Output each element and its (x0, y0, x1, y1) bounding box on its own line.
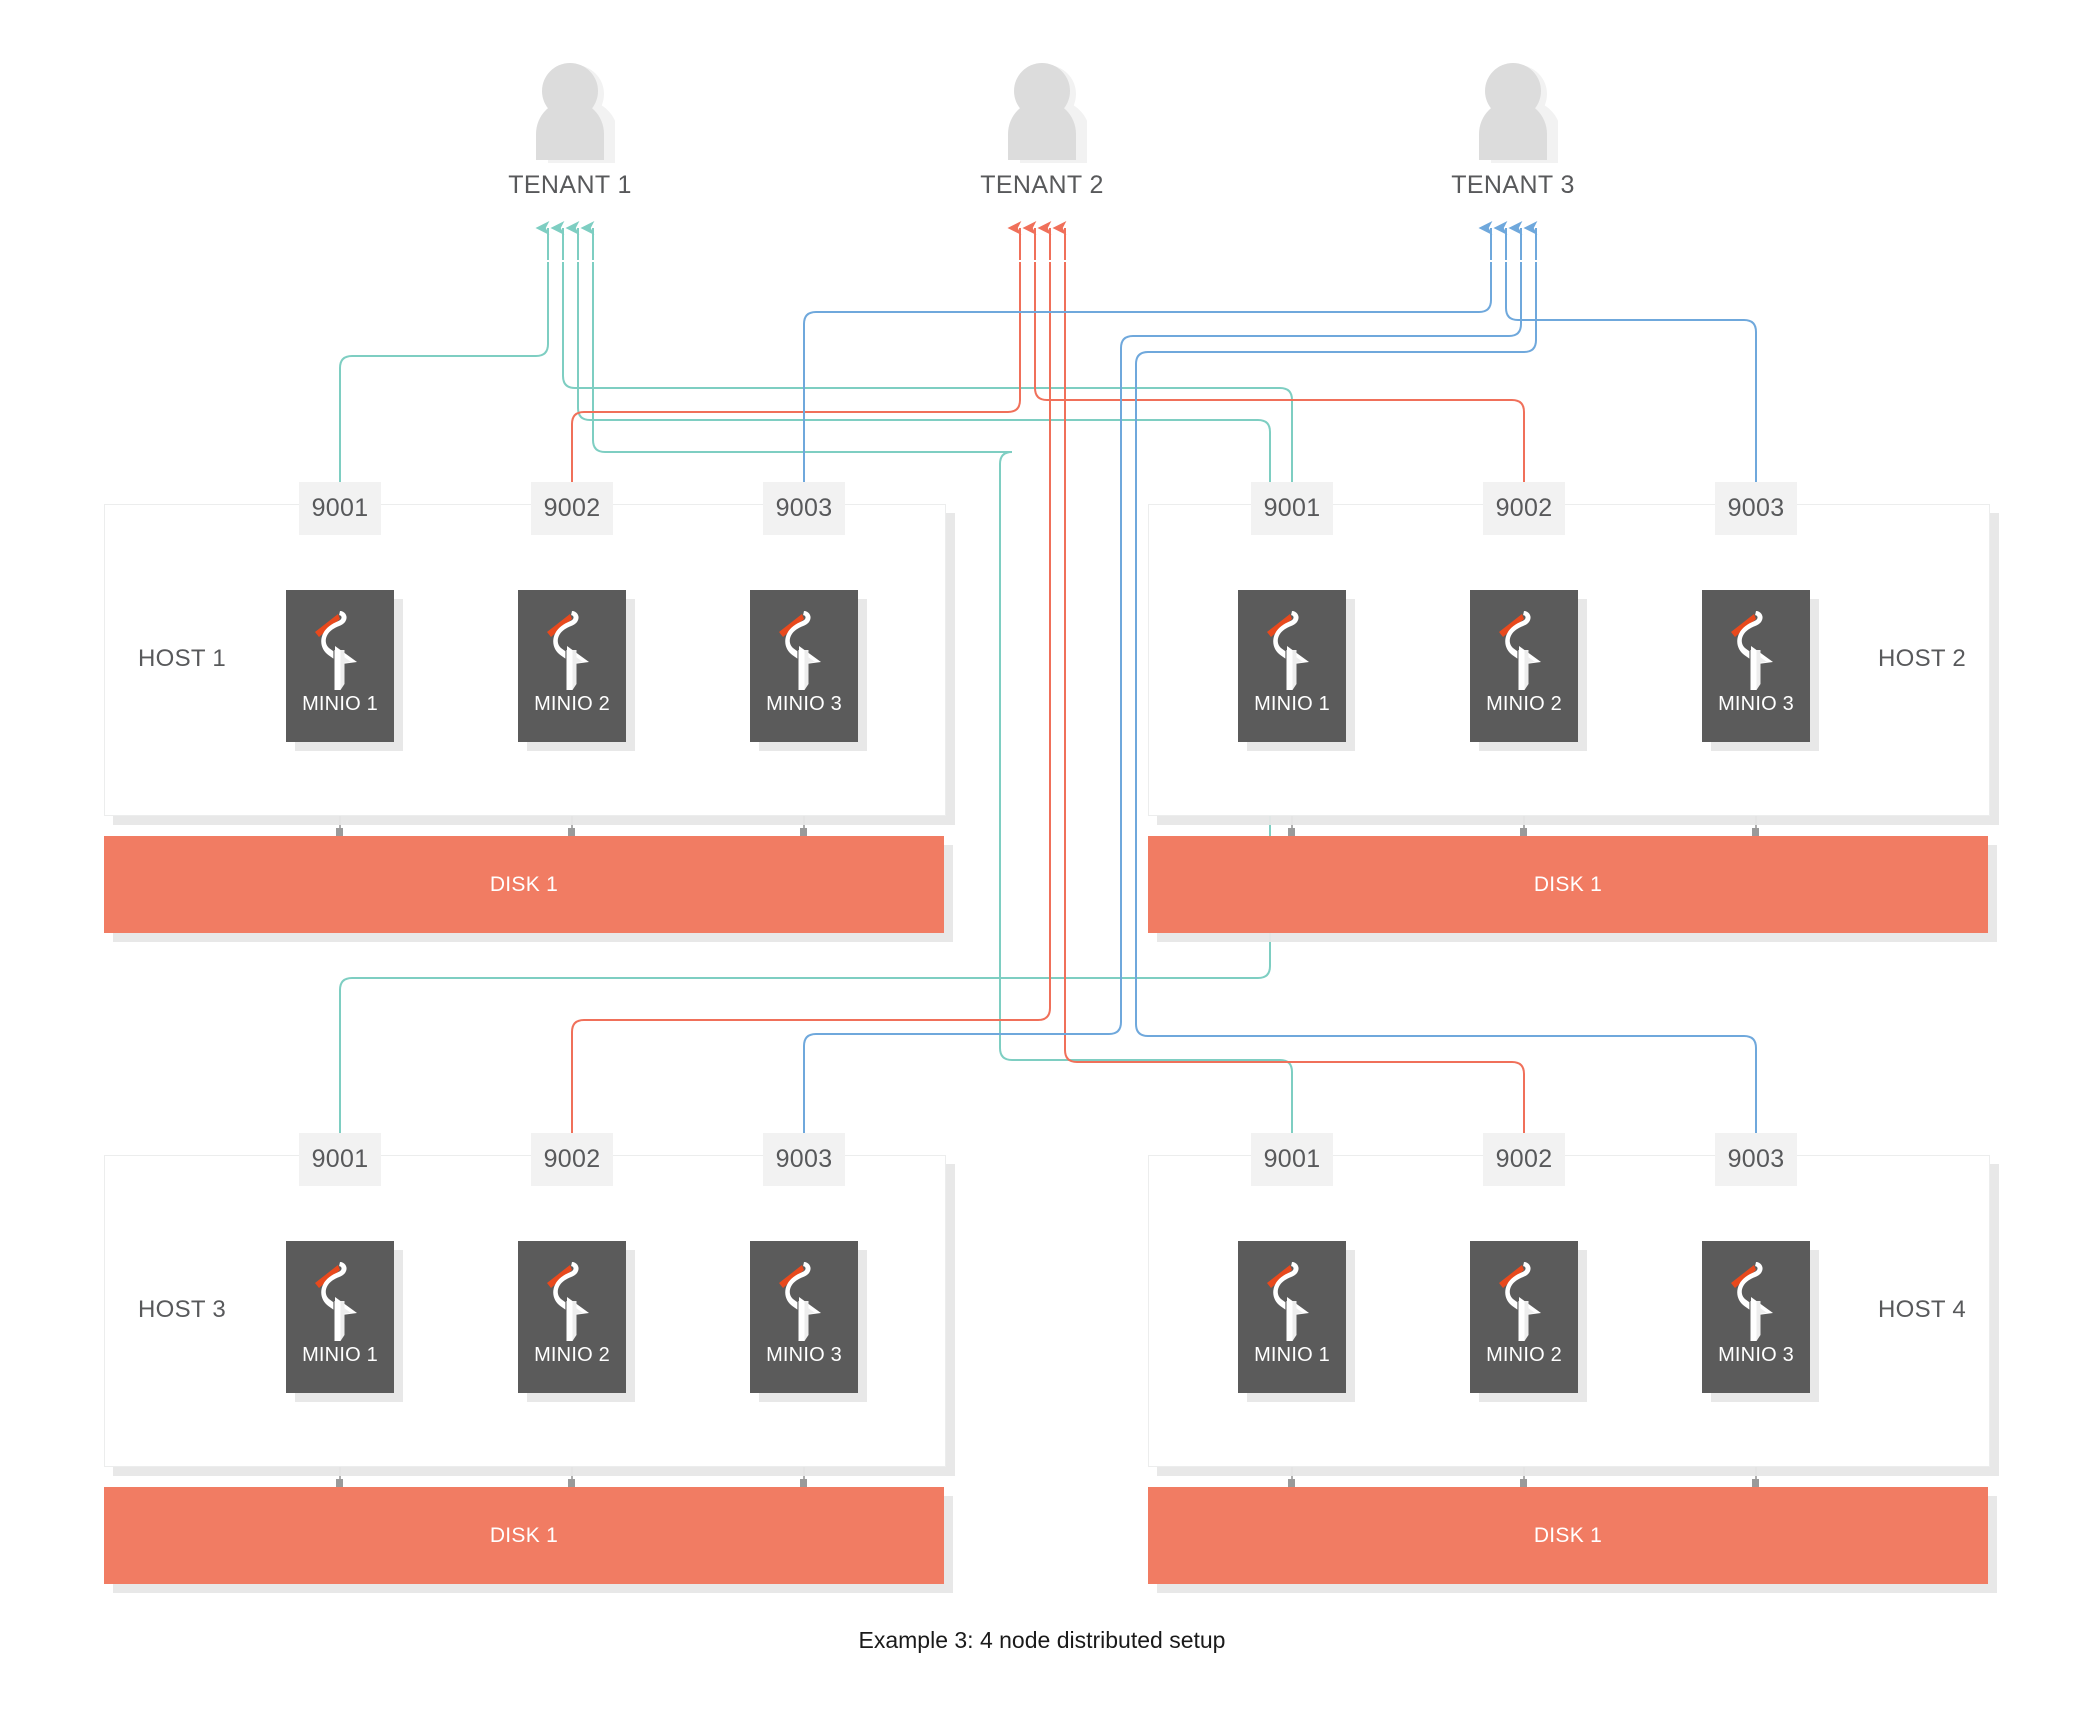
disk-bar: DISK 1 (104, 836, 944, 933)
port-chip-9002: 9002 (1483, 482, 1565, 535)
minio-flamingo-icon (539, 1255, 605, 1347)
minio-node-label: MINIO 3 (1718, 693, 1794, 715)
minio-node[interactable]: MINIO 2 (1470, 1241, 1578, 1393)
minio-node[interactable]: MINIO 3 (1702, 1241, 1810, 1393)
disk-label: DISK 1 (1533, 1523, 1603, 1547)
disk-bar: DISK 1 (1148, 836, 1988, 933)
port-chip-9001: 9001 (1251, 1133, 1333, 1186)
minio-flamingo-icon (1491, 1255, 1557, 1347)
minio-flamingo-icon (1491, 604, 1557, 696)
port-chip-9003: 9003 (763, 1133, 845, 1186)
minio-node[interactable]: MINIO 1 (1238, 590, 1346, 742)
minio-flamingo-icon (307, 1255, 373, 1347)
disk-label: DISK 1 (489, 872, 559, 896)
minio-node-label: MINIO 2 (534, 693, 610, 715)
disk-label: DISK 1 (1533, 872, 1603, 896)
minio-node[interactable]: MINIO 3 (750, 1241, 858, 1393)
minio-flamingo-icon (1723, 604, 1789, 696)
port-chip-9001: 9001 (1251, 482, 1333, 535)
port-chip-9003: 9003 (1715, 1133, 1797, 1186)
minio-node[interactable]: MINIO 1 (286, 1241, 394, 1393)
minio-flamingo-icon (539, 604, 605, 696)
host-1-label: HOST 1 (138, 645, 227, 672)
tenant-3[interactable]: TENANT 3 (1423, 55, 1603, 200)
host-2-label: HOST 2 (1878, 645, 1967, 672)
minio-flamingo-icon (1723, 1255, 1789, 1347)
port-chip-9001: 9001 (299, 482, 381, 535)
disk-label: DISK 1 (489, 1523, 559, 1547)
minio-node-label: MINIO 2 (1486, 693, 1562, 715)
minio-node-label: MINIO 3 (766, 693, 842, 715)
minio-flamingo-icon (771, 1255, 837, 1347)
port-chip-9003: 9003 (1715, 482, 1797, 535)
minio-node-label: MINIO 1 (302, 1344, 378, 1366)
host-4-label: HOST 4 (1878, 1296, 1967, 1323)
minio-node-label: MINIO 2 (1486, 1344, 1562, 1366)
minio-flamingo-icon (1259, 604, 1325, 696)
tenant-label: TENANT 2 (980, 171, 1104, 199)
minio-node[interactable]: MINIO 2 (518, 590, 626, 742)
minio-node-label: MINIO 3 (1718, 1344, 1794, 1366)
diagram-caption: Example 3: 4 node distributed setup (858, 1627, 1226, 1653)
minio-node[interactable]: MINIO 2 (1470, 590, 1578, 742)
tenant-1[interactable]: TENANT 1 (480, 55, 660, 200)
tenant-label: TENANT 1 (508, 171, 632, 199)
minio-node[interactable]: MINIO 1 (286, 590, 394, 742)
port-chip-9002: 9002 (531, 482, 613, 535)
minio-node-label: MINIO 2 (534, 1344, 610, 1366)
minio-node[interactable]: MINIO 3 (750, 590, 858, 742)
minio-node[interactable]: MINIO 1 (1238, 1241, 1346, 1393)
minio-flamingo-icon (307, 604, 373, 696)
port-chip-9003: 9003 (763, 482, 845, 535)
minio-node[interactable]: MINIO 3 (1702, 590, 1810, 742)
minio-node[interactable]: MINIO 2 (518, 1241, 626, 1393)
minio-node-label: MINIO 3 (766, 1344, 842, 1366)
minio-flamingo-icon (771, 604, 837, 696)
user-avatar-icon (525, 55, 615, 165)
tenant-2[interactable]: TENANT 2 (952, 55, 1132, 200)
minio-flamingo-icon (1259, 1255, 1325, 1347)
host-3-label: HOST 3 (138, 1296, 227, 1323)
minio-node-label: MINIO 1 (1254, 693, 1330, 715)
user-avatar-icon (1468, 55, 1558, 165)
minio-node-label: MINIO 1 (1254, 1344, 1330, 1366)
user-avatar-icon (997, 55, 1087, 165)
tenant-label: TENANT 3 (1451, 171, 1575, 199)
disk-bar: DISK 1 (1148, 1487, 1988, 1584)
port-chip-9001: 9001 (299, 1133, 381, 1186)
minio-node-label: MINIO 1 (302, 693, 378, 715)
port-chip-9002: 9002 (1483, 1133, 1565, 1186)
port-chip-9002: 9002 (531, 1133, 613, 1186)
disk-bar: DISK 1 (104, 1487, 944, 1584)
